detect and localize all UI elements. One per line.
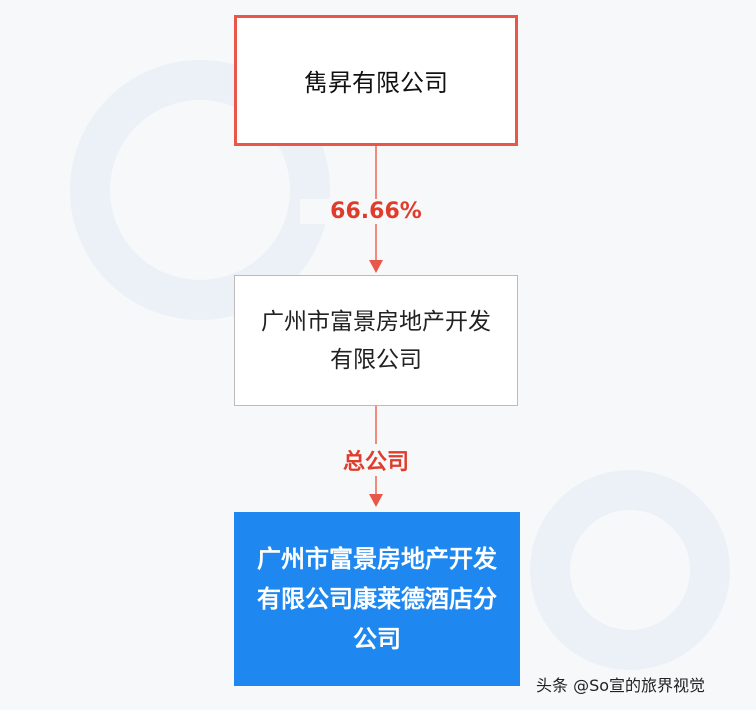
node-label: 广州市富景房地产开发有限公司	[261, 308, 491, 373]
node-label: 广州市富景房地产开发有限公司康莱德酒店分公司	[257, 545, 497, 653]
source-credit: 头条 @So宣的旅界视觉	[536, 676, 706, 695]
arrow-down-icon	[369, 260, 383, 273]
watermark-logo	[530, 470, 730, 670]
relation-label: 总公司	[300, 444, 452, 476]
branch-company-node[interactable]: 广州市富景房地产开发有限公司康莱德酒店分公司	[234, 512, 520, 686]
node-label: 雋昇有限公司	[304, 69, 448, 97]
arrow-down-icon	[369, 494, 383, 507]
parent-company-node[interactable]: 雋昇有限公司	[234, 15, 518, 146]
shareholding-label: 66.66%	[300, 199, 452, 224]
middle-company-node[interactable]: 广州市富景房地产开发有限公司	[234, 275, 518, 406]
